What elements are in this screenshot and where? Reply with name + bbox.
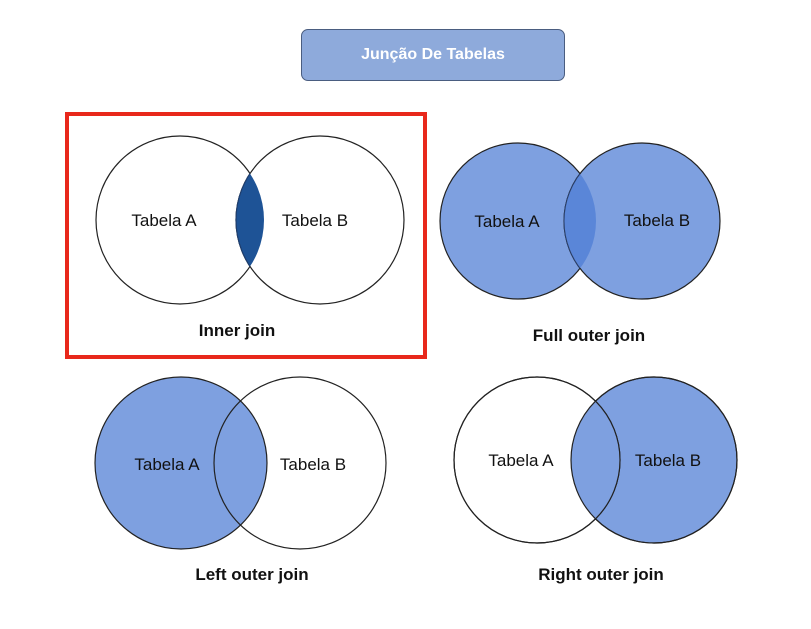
label-table-b: Tabela B xyxy=(280,455,346,474)
intersection-region xyxy=(235,136,264,304)
caption-right-outer-join: Right outer join xyxy=(538,565,664,584)
highlight-box xyxy=(65,112,427,359)
intersection-region xyxy=(563,143,596,299)
label-table-b: Tabela B xyxy=(635,451,701,470)
left-outer-join-diagram: Tabela A Tabela B Left outer join xyxy=(94,376,387,584)
inner-join-diagram: Tabela A Tabela B Inner join xyxy=(65,112,427,359)
circle-table-b-outline xyxy=(570,376,738,544)
circle-table-a-outline xyxy=(453,376,621,544)
label-table-a: Tabela A xyxy=(134,455,200,474)
label-table-b: Tabela B xyxy=(282,211,348,230)
label-table-a: Tabela A xyxy=(474,212,540,231)
circle-table-a xyxy=(94,376,268,550)
label-table-a: Tabela A xyxy=(488,451,554,470)
caption-left-outer-join: Left outer join xyxy=(195,565,308,584)
caption-inner-join: Inner join xyxy=(199,321,276,340)
circle-table-b xyxy=(213,376,387,550)
label-table-a: Tabela A xyxy=(131,211,197,230)
full-outer-join-diagram: Tabela A Tabela B Full outer join xyxy=(439,142,721,345)
label-table-b: Tabela B xyxy=(624,211,690,230)
page-title: Junção De Tabelas xyxy=(361,46,505,63)
caption-full-outer-join: Full outer join xyxy=(533,326,645,345)
right-outer-join-diagram: Tabela A Tabela B Right outer join xyxy=(453,376,738,584)
title-box: Junção De Tabelas xyxy=(301,29,565,81)
